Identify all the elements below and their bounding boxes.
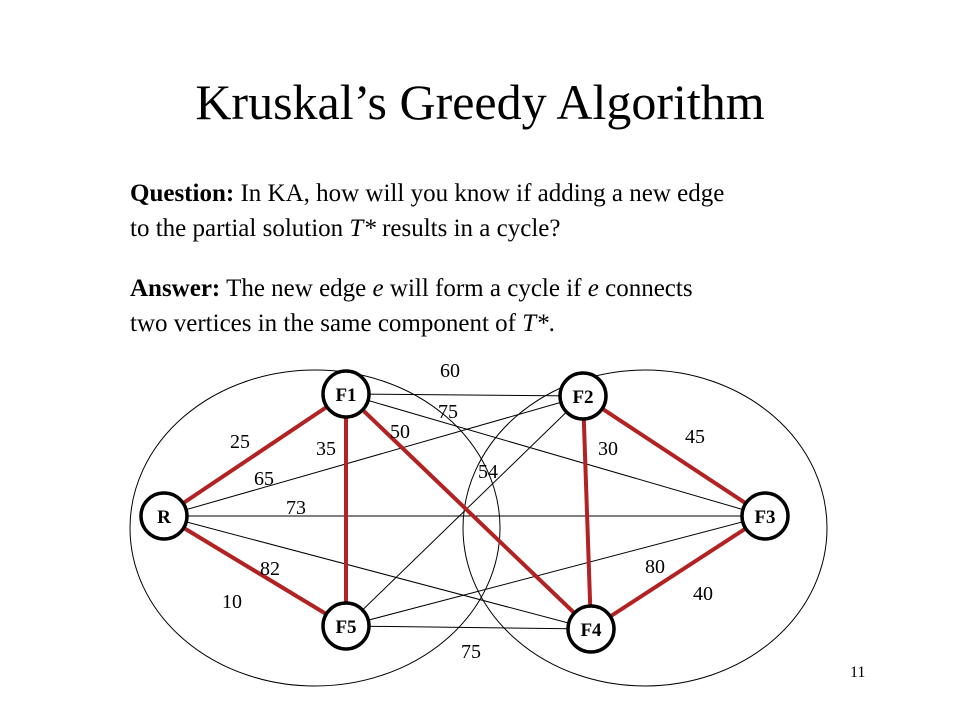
edge-f2-f5 — [345, 395, 584, 627]
node-circle-f4 — [566, 604, 616, 654]
node-label-f4: F4 — [580, 620, 602, 641]
weight-label-f1-f5: 35 — [316, 438, 336, 460]
answer-line2b: . — [548, 310, 555, 337]
weight-label-f1-f3: 75 — [438, 401, 458, 423]
node-label-f5: F5 — [335, 617, 356, 638]
slide-title: Kruskal’s Greedy Algorithm — [195, 74, 765, 130]
edge-r-f4 — [163, 515, 592, 630]
edge-f1-f3 — [345, 393, 766, 517]
edge-r-f2 — [163, 395, 584, 517]
edge-f3-f4 — [589, 514, 767, 631]
component-circle-left — [129, 369, 501, 687]
question-line2b: results in a cycle? — [375, 215, 561, 242]
node-circle-f1 — [321, 369, 371, 419]
answer-line2a: two vertices in the same component of — [130, 310, 523, 337]
edge-f1-f2 — [345, 393, 584, 397]
slide-number: 11 — [850, 664, 866, 681]
answer-label: Answer: — [130, 275, 221, 302]
weight-label-f2-f4: 30 — [598, 438, 618, 460]
edge-f2-f4 — [581, 395, 593, 630]
answer-e2: e — [587, 275, 599, 302]
edge-f1-f4 — [344, 392, 593, 631]
answer-text: Answer: The new edge e will form a cycle… — [130, 271, 900, 341]
weight-label-r-f1: 25 — [230, 431, 250, 453]
weight-label-f2-f5: 54 — [478, 461, 498, 483]
node-circle-r — [139, 491, 189, 541]
node-circle-f2 — [558, 371, 608, 421]
weight-label-f1-f4: 50 — [390, 421, 410, 443]
node-f1: F1 — [321, 369, 371, 419]
node-f3: F3 — [740, 491, 790, 541]
node-f5: F5 — [321, 601, 371, 651]
component-circle-right — [462, 369, 828, 687]
answer-line1c: connects — [598, 275, 693, 302]
answer-line1a: The new edge — [220, 275, 373, 302]
question-tstar: T* — [349, 215, 376, 242]
weight-label-r-f5: 10 — [222, 591, 242, 613]
question-text: Question: In KA, how will you know if ad… — [130, 176, 900, 246]
weight-label-r-f2: 65 — [254, 468, 274, 490]
node-circle-f5 — [321, 601, 371, 651]
edge-r-f1 — [162, 392, 348, 518]
weight-label-r-f3: 73 — [286, 497, 306, 519]
node-f4: F4 — [566, 604, 616, 654]
question-line1: In KA, how will you know if adding a new… — [234, 180, 725, 207]
question-line2a: to the partial solution — [130, 215, 350, 242]
node-r: R — [139, 491, 189, 541]
edge-f5-f4 — [345, 625, 592, 630]
edges-layer — [162, 392, 767, 631]
node-circle-f3 — [740, 491, 790, 541]
weight-label-f3-f4: 40 — [693, 583, 713, 605]
answer-e1: e — [372, 275, 384, 302]
edge-weight-labels: 60 75 25 35 50 65 54 30 45 73 82 10 80 40 75 — [222, 360, 713, 663]
weight-label-f5-f3: 80 — [645, 556, 665, 578]
edge-f2-f3 — [581, 394, 767, 518]
node-label-f2: F2 — [572, 387, 593, 408]
edge-f5-f3 — [345, 515, 766, 627]
weight-label-f1-f2: 60 — [440, 360, 460, 382]
node-label-f1: F1 — [335, 385, 356, 406]
question-label: Question: — [130, 180, 235, 207]
node-label-r: R — [157, 507, 171, 528]
node-label-f3: F3 — [754, 507, 775, 528]
weight-label-f2-f3: 45 — [685, 426, 705, 448]
edge-r-f5 — [162, 514, 348, 628]
weight-label-f5-f4: 75 — [461, 641, 481, 663]
weight-label-r-f4: 82 — [260, 558, 280, 580]
node-f2: F2 — [558, 371, 608, 421]
answer-line1b: will form a cycle if — [383, 275, 588, 302]
answer-tstar: T* — [522, 310, 549, 337]
